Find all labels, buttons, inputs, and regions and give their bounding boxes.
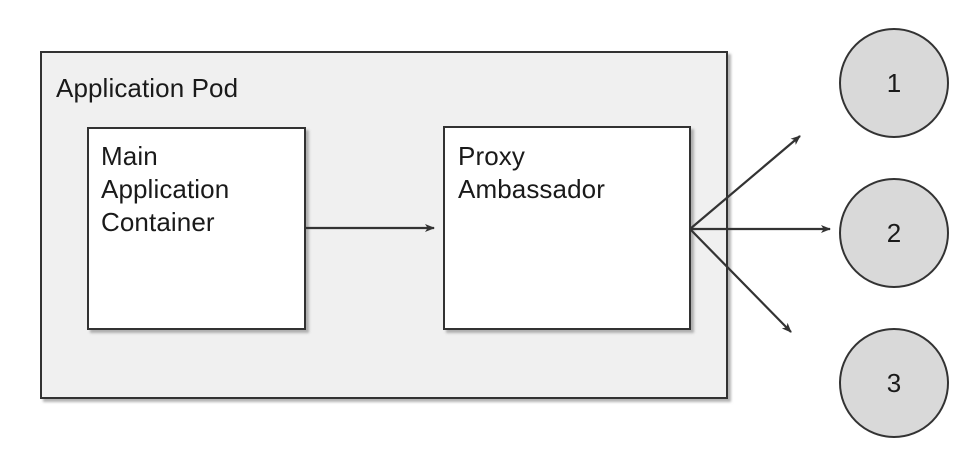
- external-service-2-circle: [839, 178, 949, 288]
- application-pod-label: Application Pod: [56, 73, 239, 103]
- external-service-2-label: 2: [886, 218, 902, 248]
- proxy-ambassador-label: Proxy Ambassador: [458, 141, 605, 204]
- proxy-ambassador-rect: [443, 126, 691, 330]
- arrow-proxy-to-service-1: [689, 135, 801, 230]
- external-service-1-label: 1: [886, 68, 902, 98]
- main-application-container-rect: [87, 127, 306, 330]
- external-service-3-circle: [839, 328, 949, 438]
- arrow-proxy-to-service-3: [689, 228, 792, 333]
- external-service-1-circle: [839, 28, 949, 138]
- external-service-3-label: 3: [886, 368, 902, 398]
- main-application-container-label: Main Application Container: [101, 141, 230, 237]
